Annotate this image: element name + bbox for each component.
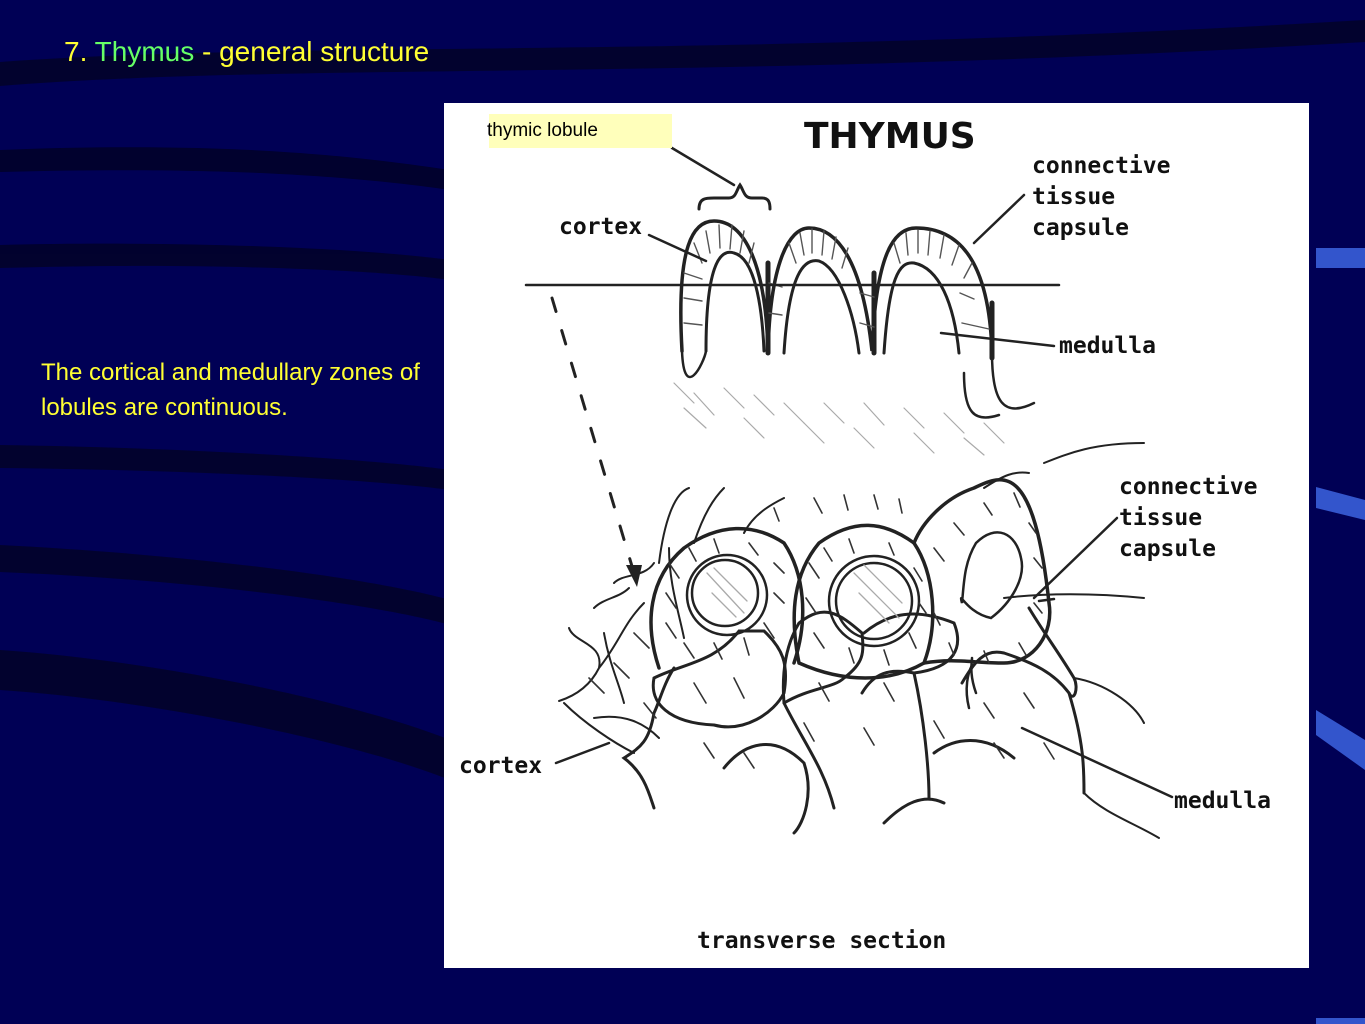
bottom-capsule-label-2: tissue bbox=[1119, 505, 1202, 531]
title-topic: Thymus bbox=[94, 36, 195, 67]
body-text: The cortical and medullary zones of lobu… bbox=[41, 359, 420, 421]
title-number: 7. bbox=[64, 36, 88, 67]
bottom-medulla-label: medulla bbox=[1174, 788, 1271, 814]
bottom-capsule-label-3: capsule bbox=[1119, 536, 1216, 562]
top-capsule-label-2: tissue bbox=[1032, 184, 1115, 210]
thymus-diagram: THYMUS connective tissue capsule cortex … bbox=[444, 103, 1309, 968]
bottom-capsule-label-1: connective bbox=[1119, 474, 1257, 500]
top-cortex-label: cortex bbox=[559, 214, 642, 240]
thymic-lobule-callout: thymic lobule bbox=[487, 114, 672, 148]
top-capsule-label-1: connective bbox=[1032, 153, 1170, 179]
title-rest: - general structure bbox=[202, 36, 430, 67]
figure-caption: transverse section bbox=[697, 928, 946, 954]
figure-title: THYMUS bbox=[804, 116, 976, 157]
slide-title: 7. Thymus - general structure bbox=[64, 36, 429, 68]
bottom-cortex-label: cortex bbox=[459, 753, 542, 779]
top-medulla-label: medulla bbox=[1059, 333, 1156, 359]
top-capsule-label-3: capsule bbox=[1032, 215, 1129, 241]
diagram-drawing: THYMUS connective tissue capsule cortex … bbox=[459, 116, 1271, 954]
